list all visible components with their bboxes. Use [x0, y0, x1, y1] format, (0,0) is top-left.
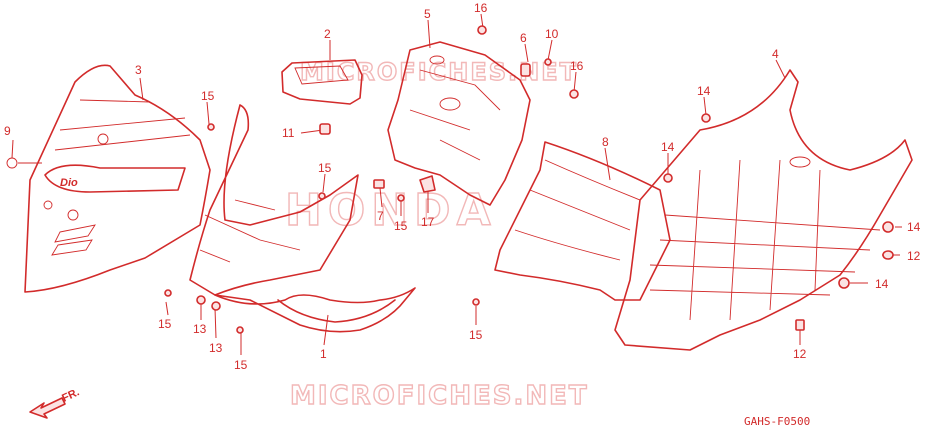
callout-4: 4	[772, 47, 779, 61]
callout-15-b: 15	[318, 161, 332, 175]
callout-16-right: 16	[570, 59, 584, 73]
callout-13-b: 13	[209, 341, 223, 355]
callout-12-a: 12	[907, 249, 921, 263]
fastener-icons	[164, 25, 894, 334]
callout-14-b: 14	[661, 140, 675, 154]
leader-lines	[11, 13, 902, 355]
callout-labels: 3 9 2 5 16 6 10 16 15 11 15 7 15 17 8 4 …	[4, 1, 921, 372]
callout-11: 11	[282, 126, 295, 140]
callout-3: 3	[135, 63, 142, 77]
callout-9: 9	[4, 124, 11, 138]
part-5-inner-cover	[387, 41, 531, 206]
part-2-lid	[281, 59, 363, 105]
callout-15-d: 15	[158, 317, 172, 331]
front-direction-arrow: FR.	[29, 386, 81, 419]
callout-14-a: 14	[697, 84, 711, 98]
callout-17: 17	[421, 215, 435, 229]
callout-15-c: 15	[394, 219, 408, 233]
callout-7: 7	[377, 209, 384, 223]
callout-16-top: 16	[474, 1, 488, 15]
callout-1: 1	[320, 347, 327, 361]
part-1-front-cover	[189, 104, 416, 333]
callout-15-f: 15	[469, 328, 483, 342]
callout-2: 2	[324, 27, 331, 41]
watermark-middle: HONDA	[285, 185, 497, 236]
callout-15-e: 15	[234, 358, 248, 372]
callout-6: 6	[520, 31, 527, 45]
callout-14-c: 14	[907, 220, 921, 234]
callout-15-a: 15	[201, 89, 215, 103]
watermark-bottom: MICROFICHES.NET	[290, 381, 589, 411]
callout-12-b: 12	[793, 347, 807, 361]
windscreen-decal: Dio	[60, 177, 78, 189]
diagram-code: GAHS-F0500	[744, 415, 810, 428]
callout-8: 8	[602, 135, 609, 149]
part-4-floor-panel	[614, 69, 913, 351]
part-3-windscreen: Dio	[6, 64, 211, 293]
callout-13-a: 13	[193, 322, 207, 336]
callout-14-d: 14	[875, 277, 889, 291]
callout-5: 5	[424, 7, 431, 21]
callout-10: 10	[545, 27, 559, 41]
part-8-duct	[494, 141, 671, 301]
watermark-top: MICROFICHES.NET	[300, 58, 578, 86]
front-direction-label: FR.	[60, 386, 81, 404]
